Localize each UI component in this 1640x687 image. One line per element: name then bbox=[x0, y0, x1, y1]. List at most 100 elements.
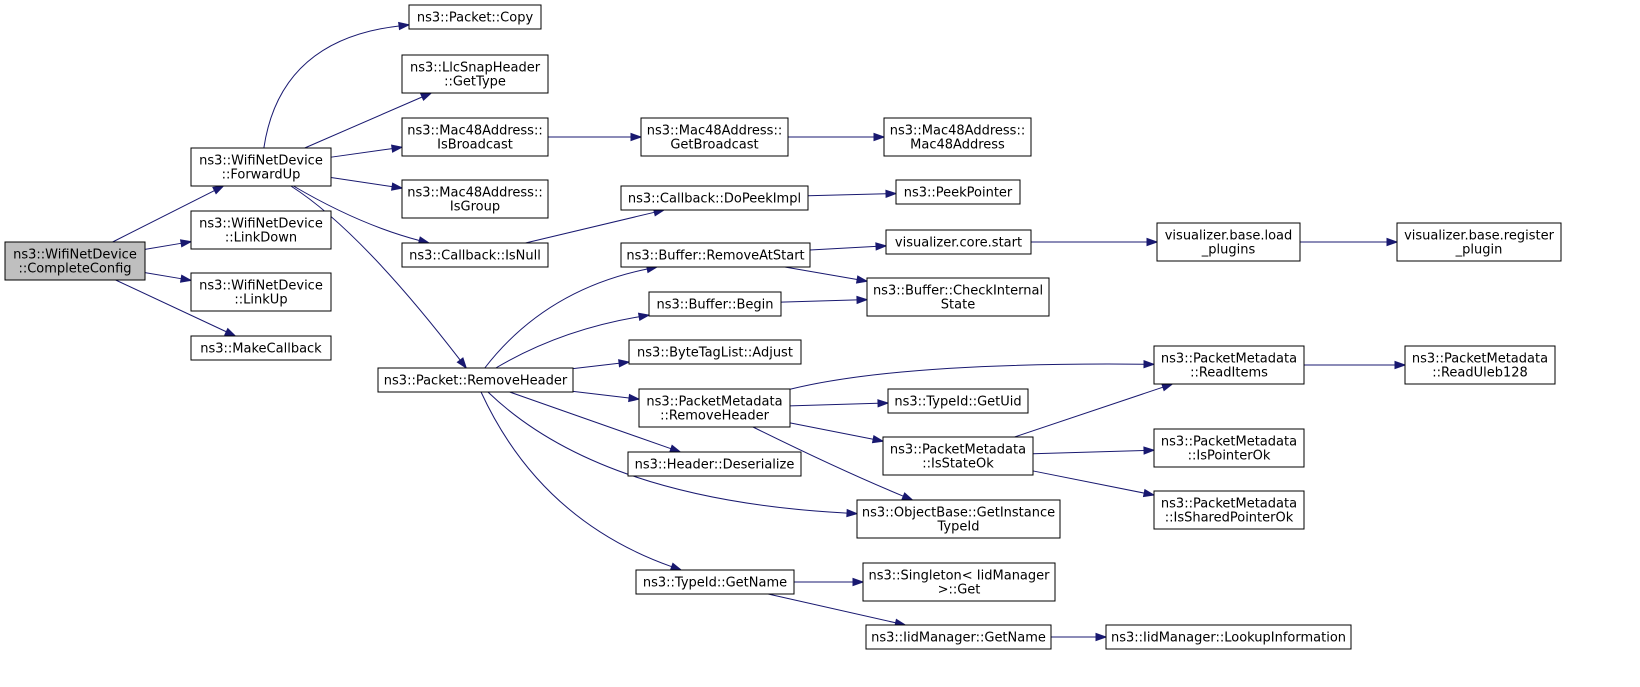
edge-getbroadcast-to-mac48ctor bbox=[788, 132, 886, 142]
node-box bbox=[638, 388, 791, 428]
node-label: ns3::ObjectBase::GetInstance bbox=[862, 506, 1055, 521]
node-label: ns3::PacketMetadata bbox=[1412, 352, 1548, 367]
node-readitems[interactable]: ns3::PacketMetadata::ReadItems bbox=[1153, 345, 1305, 385]
edge-removeheader-to-adjust bbox=[572, 359, 631, 370]
node-isnull[interactable]: ns3::Callback::IsNull bbox=[401, 242, 549, 268]
node-deserialize[interactable]: ns3::Header::Deserialize bbox=[627, 451, 802, 477]
edge-forwardup-to-isgroup bbox=[330, 176, 404, 191]
node-isbroadcast[interactable]: ns3::Mac48Address::IsBroadcast bbox=[401, 117, 549, 157]
arrowhead-icon bbox=[1095, 632, 1108, 642]
node-label: ns3::MakeCallback bbox=[200, 342, 322, 357]
node-loadplugins[interactable]: visualizer.base.load_plugins bbox=[1156, 222, 1301, 262]
node-copy[interactable]: ns3::Packet::Copy bbox=[408, 4, 542, 30]
node-registerplugin[interactable]: visualizer.base.register_plugin bbox=[1396, 222, 1562, 262]
arrowhead-icon bbox=[1143, 446, 1156, 455]
node-complete[interactable]: ns3::WifiNetDevice::CompleteConfig bbox=[4, 241, 146, 281]
node-typeidgetname[interactable]: ns3::TypeId::GetName bbox=[635, 569, 795, 595]
edge-readitems-to-readuleb bbox=[1304, 360, 1407, 370]
node-readuleb[interactable]: ns3::PacketMetadata::ReadUleb128 bbox=[1404, 345, 1556, 385]
arrowhead-icon bbox=[901, 492, 914, 501]
edge-line bbox=[112, 190, 215, 243]
node-label: ::LinkDown bbox=[225, 231, 297, 246]
node-linkup[interactable]: ns3::WifiNetDevice::LinkUp bbox=[190, 272, 332, 312]
edge-forwardup-to-isbroadcast bbox=[330, 144, 404, 158]
nodes-layer: ns3::WifiNetDevice::CompleteConfigns3::W… bbox=[4, 4, 1562, 650]
node-vizstart[interactable]: visualizer.core.start bbox=[885, 229, 1032, 255]
node-label: ns3::Header::Deserialize bbox=[635, 458, 795, 473]
edge-isstateok-to-ispointerok bbox=[1032, 446, 1156, 455]
node-box bbox=[882, 436, 1034, 476]
arrowhead-icon bbox=[628, 393, 641, 403]
arrowhead-icon bbox=[637, 312, 651, 321]
edge-isstateok-to-readitems bbox=[1014, 383, 1174, 438]
node-pmremoveheader[interactable]: ns3::PacketMetadata::RemoveHeader bbox=[638, 388, 791, 428]
edge-isstateok-to-issharedpointerok bbox=[1032, 470, 1156, 498]
edge-line bbox=[525, 211, 655, 244]
node-mac48ctor[interactable]: ns3::Mac48Address::Mac48Address bbox=[883, 117, 1032, 157]
arrowhead-icon bbox=[873, 132, 886, 142]
node-label: TypeId bbox=[937, 520, 980, 535]
edge-isbroadcast-to-getbroadcast bbox=[548, 132, 643, 142]
arrowhead-icon bbox=[846, 508, 859, 518]
node-box bbox=[1396, 222, 1562, 262]
arrowhead-icon bbox=[885, 189, 898, 198]
arrowhead-icon bbox=[618, 359, 631, 368]
node-getbroadcast[interactable]: ns3::Mac48Address::GetBroadcast bbox=[640, 117, 789, 157]
node-getuid[interactable]: ns3::TypeId::GetUid bbox=[887, 388, 1029, 414]
node-removeatstart[interactable]: ns3::Buffer::RemoveAtStart bbox=[620, 242, 811, 268]
node-isstateok[interactable]: ns3::PacketMetadata::IsStateOk bbox=[882, 436, 1034, 476]
node-removeheader[interactable]: ns3::Packet::RemoveHeader bbox=[377, 367, 574, 393]
node-label: ::LinkUp bbox=[234, 293, 287, 308]
node-singletonget[interactable]: ns3::Singleton< IidManager>::Get bbox=[862, 562, 1056, 602]
node-lookupinfo[interactable]: ns3::IidManager::LookupInformation bbox=[1105, 624, 1352, 650]
node-begin[interactable]: ns3::Buffer::Begin bbox=[648, 291, 782, 317]
edge-loadplugins-to-registerplugin bbox=[1300, 237, 1399, 247]
arrowhead-icon bbox=[212, 185, 225, 195]
node-label: visualizer.base.load bbox=[1165, 229, 1293, 244]
node-iidgetname[interactable]: ns3::IidManager::GetName bbox=[865, 624, 1052, 650]
edge-line bbox=[144, 272, 182, 280]
edges-layer bbox=[112, 21, 1407, 642]
edge-line bbox=[752, 426, 904, 497]
node-box bbox=[883, 117, 1032, 157]
arrowhead-icon bbox=[871, 435, 885, 444]
node-peekpointer[interactable]: ns3::PeekPointer bbox=[895, 179, 1021, 205]
edge-begin-to-checkinternal bbox=[780, 295, 869, 305]
node-box bbox=[1404, 345, 1556, 385]
node-label: ::GetType bbox=[444, 75, 506, 90]
edge-line bbox=[330, 176, 393, 188]
node-isgroup[interactable]: ns3::Mac48Address::IsGroup bbox=[401, 179, 549, 219]
node-box bbox=[190, 210, 332, 250]
node-box bbox=[4, 241, 146, 281]
node-box bbox=[620, 185, 809, 211]
node-label: ns3::Packet::Copy bbox=[417, 11, 534, 26]
node-dopeekimpl[interactable]: ns3::Callback::DoPeekImpl bbox=[620, 185, 809, 211]
node-label: ns3::TypeId::GetName bbox=[643, 576, 787, 591]
node-forwardup[interactable]: ns3::WifiNetDevice::ForwardUp bbox=[190, 147, 332, 187]
edge-line bbox=[784, 266, 858, 281]
node-box bbox=[401, 117, 549, 157]
edge-line bbox=[768, 593, 896, 624]
node-makecallback[interactable]: ns3::MakeCallback bbox=[190, 335, 332, 361]
node-label: ::RemoveHeader bbox=[660, 409, 770, 424]
node-llcgettype[interactable]: ns3::LlcSnapHeader::GetType bbox=[401, 54, 549, 94]
arrowhead-icon bbox=[1142, 488, 1156, 498]
node-ispointerok[interactable]: ns3::PacketMetadata::IsPointerOk bbox=[1153, 428, 1305, 468]
edge-line bbox=[809, 245, 877, 251]
node-box bbox=[1105, 624, 1352, 650]
node-linkdown[interactable]: ns3::WifiNetDevice::LinkDown bbox=[190, 210, 332, 250]
node-adjust[interactable]: ns3::ByteTagList::Adjust bbox=[628, 339, 802, 365]
node-issharedpointerok[interactable]: ns3::PacketMetadata::IsSharedPointerOk bbox=[1153, 490, 1305, 530]
edge-line bbox=[509, 391, 672, 450]
node-label: ns3::LlcSnapHeader bbox=[410, 61, 541, 76]
arrowhead-icon bbox=[669, 444, 682, 453]
arrowhead-icon bbox=[856, 295, 869, 305]
edge-line bbox=[480, 391, 672, 568]
edge-removeheader-to-begin bbox=[495, 312, 651, 369]
node-label: ns3::PacketMetadata bbox=[1161, 497, 1297, 512]
edge-line bbox=[1032, 450, 1145, 455]
node-label: ns3::Mac48Address:: bbox=[407, 124, 542, 139]
node-box bbox=[401, 179, 549, 219]
